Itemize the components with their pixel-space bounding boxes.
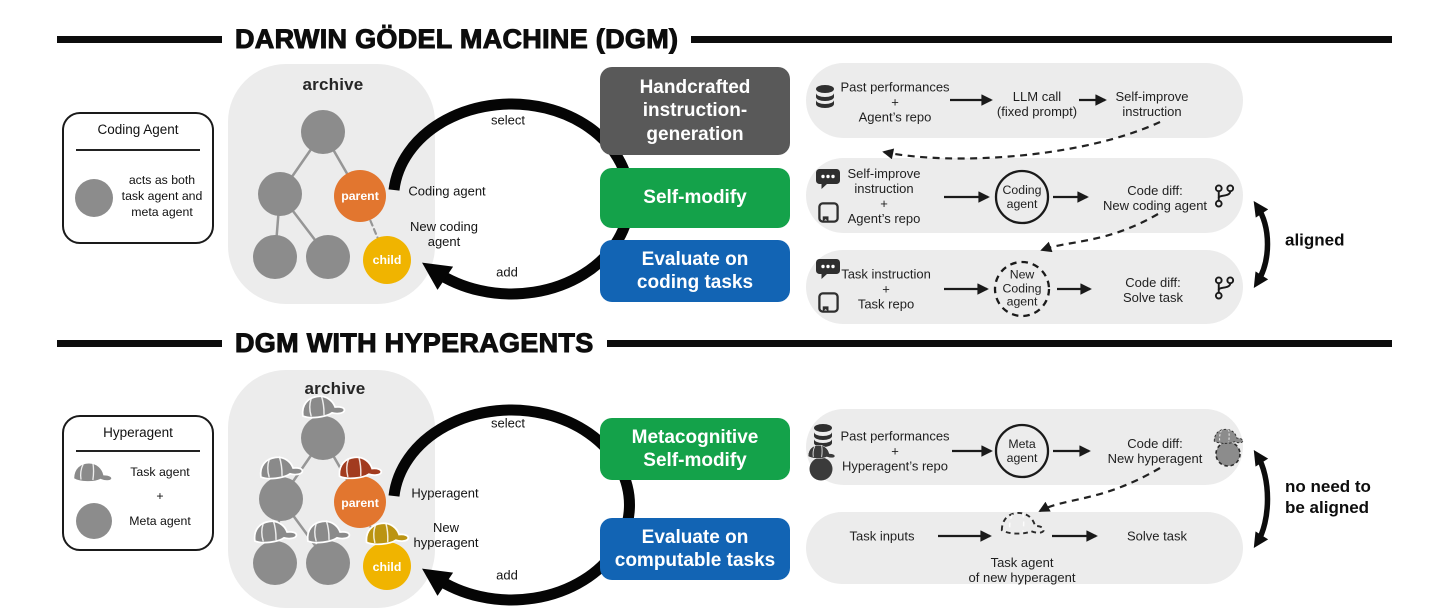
hyperagent-node <box>301 416 345 460</box>
hyper-archive-tree <box>251 392 411 590</box>
aligned-double-arrow <box>1253 201 1271 289</box>
legend-plus: + <box>156 489 164 503</box>
header-rule <box>57 35 222 43</box>
agent-node <box>306 235 350 279</box>
new-coding-agent-circle <box>993 260 1051 318</box>
legend-task-agent: Task agent <box>130 465 190 479</box>
select-label: select <box>491 112 525 128</box>
child-node <box>363 542 411 590</box>
not-aligned-double-arrow <box>1253 449 1271 549</box>
parent-node <box>334 476 386 528</box>
header-rule <box>606 339 1392 347</box>
task-agent-caption: Task agent of new hyperagent <box>968 554 1076 585</box>
new-coding-agent-loop-label: New coding agent <box>410 218 478 249</box>
archive-label: archive <box>304 379 366 399</box>
child-node-label: child <box>372 252 402 267</box>
speech-bubble-icon <box>816 259 840 279</box>
agent-node <box>301 110 345 154</box>
step-self-modify: Self-modify <box>600 168 790 228</box>
dgm-flow3-output: Code diff: Solve task <box>1123 274 1183 305</box>
header-rule <box>691 35 1392 43</box>
dgm-flow3-input: Task instruction + Task repo <box>841 266 931 312</box>
dgm-archive-tree <box>253 110 411 284</box>
header-rule <box>57 339 222 347</box>
database-icon <box>814 424 832 447</box>
hyperagent-loop-label: Hyperagent <box>411 485 479 501</box>
task-agent-cap-icon <box>1000 511 1045 535</box>
add-label: add <box>496 264 518 280</box>
hyper-section-header: DGM WITH HYPERAGENTS <box>57 326 1392 360</box>
agent-node <box>253 235 297 279</box>
legend-title: Coding Agent <box>97 122 179 137</box>
hyperagent-node <box>306 541 350 585</box>
hyper-flow1-bg <box>806 409 1243 485</box>
dgm-flow2-output: Code diff: New coding agent <box>1102 182 1208 213</box>
dgm-section-header: DARWIN GÖDEL MACHINE (DGM) <box>57 22 1392 56</box>
hyperagent-node <box>259 477 303 521</box>
legend-divider <box>76 450 200 452</box>
aligned-label: aligned <box>1285 230 1345 250</box>
dgm-flow2-input: Self-improve instruction + Agent’s repo <box>847 165 921 227</box>
legend-divider <box>76 149 200 151</box>
coding-agent-circle <box>994 169 1050 225</box>
select-label: select <box>491 415 525 431</box>
hyper-flow1-output: Code diff: New hyperagent <box>1107 435 1203 466</box>
dgm-flow1-output: Self-improve instruction <box>1115 88 1189 119</box>
hyperagent-node <box>253 541 297 585</box>
step-evaluate-coding-tasks: Evaluate on coding tasks <box>600 240 790 302</box>
step-evaluate-computable-tasks: Evaluate on computable tasks <box>600 518 790 580</box>
dgm-title: DARWIN GÖDEL MACHINE (DGM) <box>234 23 679 54</box>
dgm-flow1-input: Past performances + Agent’s repo <box>840 79 950 125</box>
agent-node <box>258 172 302 216</box>
legend-title: Hyperagent <box>103 425 173 440</box>
new-coding-agent-circle-label: New Coding agent <box>1002 267 1042 309</box>
speech-bubble-icon <box>816 169 840 189</box>
dashed-connector <box>1040 213 1159 253</box>
cap-icon <box>70 461 114 484</box>
legend-meta-agent: Meta agent <box>129 514 191 528</box>
coding-agent-circle-label: Coding agent <box>1002 182 1042 211</box>
hyper-title: DGM WITH HYPERAGENTS <box>235 327 594 358</box>
add-label: add <box>496 567 518 583</box>
parent-node <box>334 170 386 222</box>
coding-agent-legend: Coding Agent acts as both task agent and… <box>62 112 214 244</box>
dashed-connector <box>1038 467 1161 512</box>
dashed-connector <box>882 121 1161 160</box>
git-branch-icon <box>1214 276 1235 300</box>
dgm-flow1-process: LLM call (fixed prompt) <box>996 88 1078 119</box>
dgm-select-add-loop <box>388 98 635 300</box>
hyper-flow2-input: Task inputs <box>849 528 915 544</box>
agent-circle-icon <box>75 179 113 217</box>
hyperagent-icon <box>807 444 836 481</box>
dgm-flow1-bg <box>806 63 1243 138</box>
new-hyperagent-loop-label: New hyperagent <box>413 519 479 550</box>
agent-circle-icon <box>76 503 112 539</box>
repo-icon <box>818 292 839 313</box>
child-node <box>363 236 411 284</box>
git-branch-icon <box>1214 184 1235 208</box>
meta-agent-circle <box>994 423 1050 479</box>
legend-description: acts as both task agent and meta agent <box>121 173 203 219</box>
hyper-flow2-output: Solve task <box>1127 528 1187 544</box>
hyperagent-legend: Hyperagent Task agent + Meta agent <box>62 415 214 551</box>
not-aligned-label: no need to be aligned <box>1285 476 1371 517</box>
hyper-flow1-input: Past performances + Hyperagent’s repo <box>840 428 950 474</box>
new-hyperagent-icon <box>1213 428 1244 467</box>
parent-node-label: parent <box>341 188 379 203</box>
parent-node-label: parent <box>341 495 379 510</box>
child-node-label: child <box>372 559 402 574</box>
repo-icon <box>818 202 839 223</box>
step-metacognitive-self-modify: Metacognitive Self-modify <box>600 418 790 480</box>
database-icon <box>816 85 834 108</box>
step-handcrafted-instruction-generation: Handcrafted instruction- generation <box>600 67 790 155</box>
coding-agent-loop-label: Coding agent <box>408 183 486 199</box>
meta-agent-circle-label: Meta agent <box>1006 436 1038 465</box>
archive-label: archive <box>302 75 364 95</box>
